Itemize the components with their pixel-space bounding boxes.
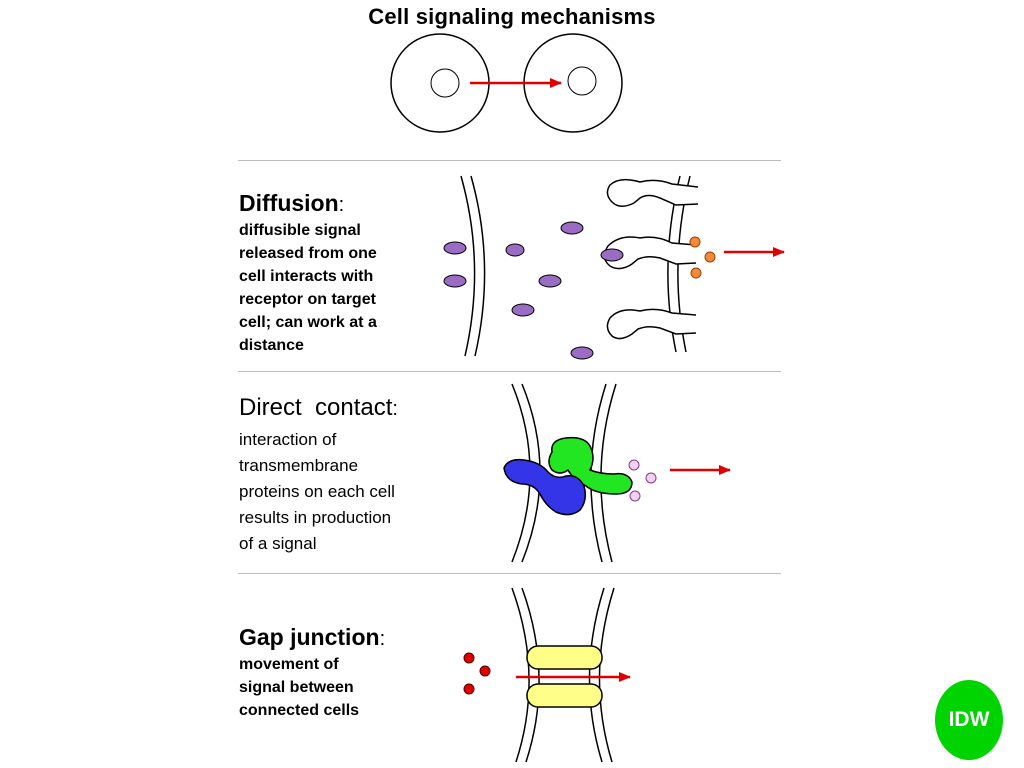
source-membrane xyxy=(460,175,476,357)
diffusion-description-line: receptor on target xyxy=(239,291,376,308)
bound-signal xyxy=(600,248,624,262)
diffusion-section: Diffusion: diffusible signal released fr… xyxy=(239,190,377,357)
direct-contact-illustration xyxy=(503,383,731,563)
direct-contact-description-line: proteins on each cell xyxy=(239,482,395,501)
diffusible-signal xyxy=(511,303,535,317)
green-transmembrane-protein xyxy=(548,436,633,495)
diffusion-description-line: released from one xyxy=(239,245,377,262)
contact-product xyxy=(645,472,657,484)
idw-logo-text: IDW xyxy=(948,708,990,731)
connexon-channel xyxy=(526,683,603,708)
diffusion-product xyxy=(689,236,701,248)
source-cell-nucleus xyxy=(430,68,460,98)
contact-product xyxy=(628,459,640,471)
page-title: Cell signaling mechanisms xyxy=(368,4,656,29)
diffusion-description-line: diffusible signal xyxy=(239,222,361,239)
diffusion-product xyxy=(690,267,702,279)
direct-contact-description: interaction of transmembrane proteins on… xyxy=(239,427,398,557)
diffusion-description-line: cell; can work at a xyxy=(239,314,377,331)
section-divider-contact xyxy=(238,573,781,574)
diffusion-heading-text: Diffusion xyxy=(239,190,339,216)
diffusion-product xyxy=(704,251,716,263)
cell-membrane-left xyxy=(511,587,530,763)
diffusion-description-line: distance xyxy=(239,337,304,354)
cell-membrane-right xyxy=(598,587,615,763)
target-cell-nucleus xyxy=(567,66,597,96)
diffusible-signal xyxy=(560,221,584,235)
gap-junction-description-line: signal between xyxy=(239,679,354,696)
receptor xyxy=(606,308,697,340)
signaling-cells-illustration xyxy=(390,33,623,133)
diffusion-heading-colon: : xyxy=(338,194,345,216)
direct-contact-description-line: interaction of xyxy=(239,430,337,449)
cell-membrane-left xyxy=(521,587,540,763)
gap-junction-heading-colon: : xyxy=(379,628,386,650)
diffusion-description: diffusible signal released from one cell… xyxy=(239,219,377,357)
cell-membrane-right xyxy=(588,587,605,763)
section-divider-top xyxy=(238,160,781,161)
diffusible-signal xyxy=(570,346,594,360)
gap-junction-illustration xyxy=(463,587,631,763)
gap-junction-description-line: connected cells xyxy=(239,702,360,719)
idw-logo: IDW xyxy=(935,680,1003,760)
gap-junction-description: movement of signal between connected cel… xyxy=(239,653,385,722)
source-membrane xyxy=(470,175,486,357)
direct-contact-description-line: results in production xyxy=(239,508,392,527)
direct-contact-heading-colon: : xyxy=(392,398,398,420)
gap-signal xyxy=(463,683,475,695)
gap-signal xyxy=(479,665,491,677)
gap-junction-description-line: movement of xyxy=(239,656,339,673)
diffusion-description-line: cell interacts with xyxy=(239,268,374,285)
blue-transmembrane-protein xyxy=(503,458,587,516)
diffusible-signal xyxy=(538,274,562,288)
receptor xyxy=(606,178,699,207)
gap-junction-heading-text: Gap junction xyxy=(239,624,380,650)
gap-junction-heading: Gap junction: xyxy=(239,624,385,653)
direct-contact-description-line: transmembrane xyxy=(239,456,359,475)
direct-contact-section: Direct contact: interaction of transmemb… xyxy=(239,394,398,557)
direct-contact-description-line: of a signal xyxy=(239,534,317,553)
contact-product xyxy=(629,490,641,502)
connexon-channel xyxy=(526,645,603,670)
diffusible-signal xyxy=(443,241,467,255)
diffusible-signal xyxy=(505,243,525,257)
gap-junction-section: Gap junction: movement of signal between… xyxy=(239,624,385,722)
section-divider-diffusion xyxy=(238,371,781,372)
direct-contact-heading: Direct contact: xyxy=(239,394,398,423)
direct-contact-heading-text: Direct contact xyxy=(239,394,393,421)
diffusion-illustration xyxy=(443,175,785,360)
gap-signal xyxy=(463,652,475,664)
diffusible-signal xyxy=(443,274,467,288)
diffusion-heading: Diffusion: xyxy=(239,190,377,219)
